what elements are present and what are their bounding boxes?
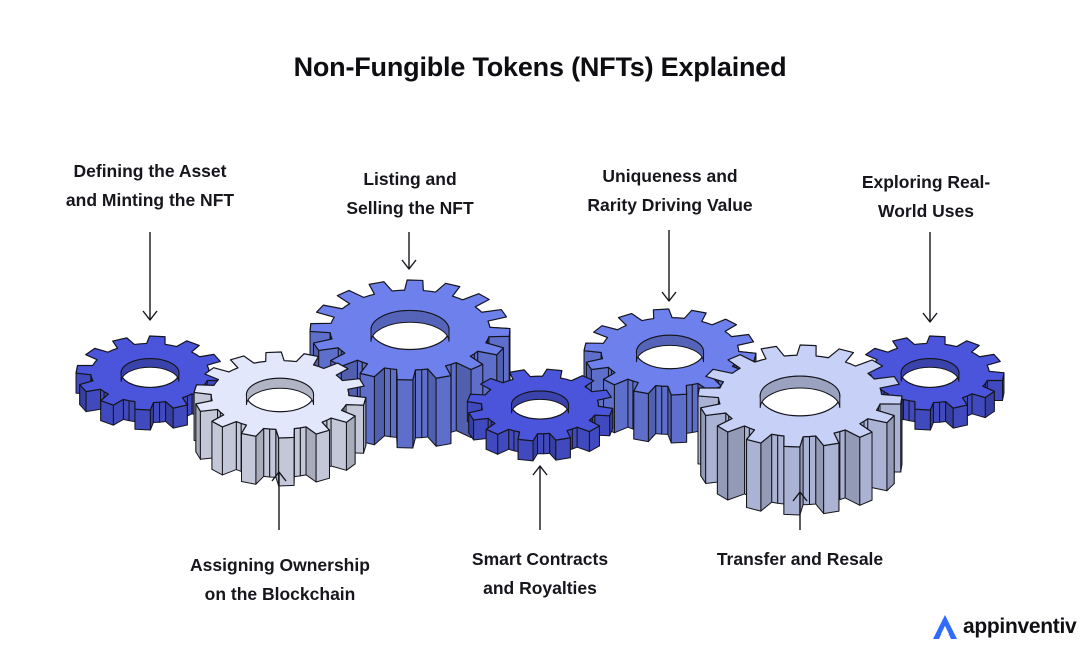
step-label-uniqueness: Uniqueness and Rarity Driving Value <box>587 166 753 215</box>
arrow-minting <box>142 232 158 321</box>
appinventiv-logo-icon <box>933 615 957 639</box>
step-label-transfer: Transfer and Resale <box>716 549 884 569</box>
brand-name: appinventiv <box>963 615 1077 638</box>
step-label-smart-contracts: Smart Contracts and Royalties <box>471 549 609 598</box>
gear-contracts <box>466 368 614 462</box>
arrow-real-world <box>922 232 938 323</box>
step-label-real-world: Exploring Real- World Uses <box>861 172 991 221</box>
step-label-ownership: Assigning Ownership on the Blockchain <box>190 555 370 604</box>
gear-ownership <box>193 351 367 487</box>
diagram-title: Non-Fungible Tokens (NFTs) Explained <box>293 52 787 82</box>
step-label-listing: Listing and Selling the NFT <box>346 169 474 218</box>
arrow-uniqueness <box>661 230 677 302</box>
gear-transfer <box>697 344 903 516</box>
brand-logo: appinventiv <box>932 612 1077 642</box>
step-label-minting: Defining the Asset and Minting the NFT <box>65 161 235 210</box>
arrow-ownership <box>271 471 287 530</box>
arrow-listing <box>401 232 417 270</box>
gear-real-world <box>855 335 1005 431</box>
arrow-transfer <box>792 491 808 530</box>
arrow-contracts <box>532 465 548 530</box>
